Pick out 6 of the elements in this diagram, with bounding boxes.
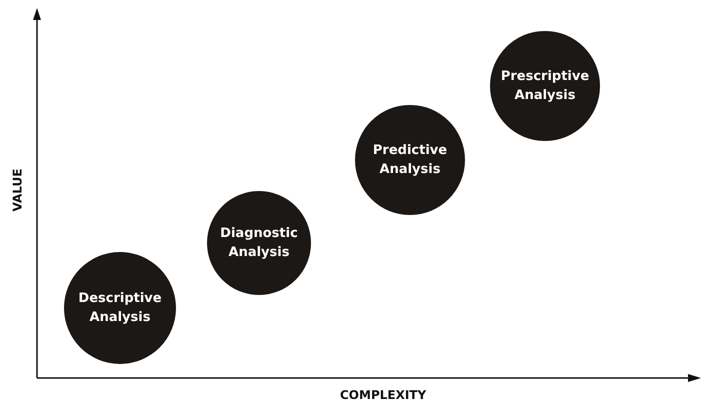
node-label: Diagnostic Analysis	[219, 225, 299, 262]
node-label: Prescriptive Analysis	[500, 68, 590, 105]
axis-title: VALUE	[10, 168, 24, 212]
node-label: Descriptive Analysis	[77, 290, 163, 327]
node-label: Predictive Analysis	[372, 142, 448, 179]
axis-title: COMPLEXITY	[340, 388, 426, 402]
